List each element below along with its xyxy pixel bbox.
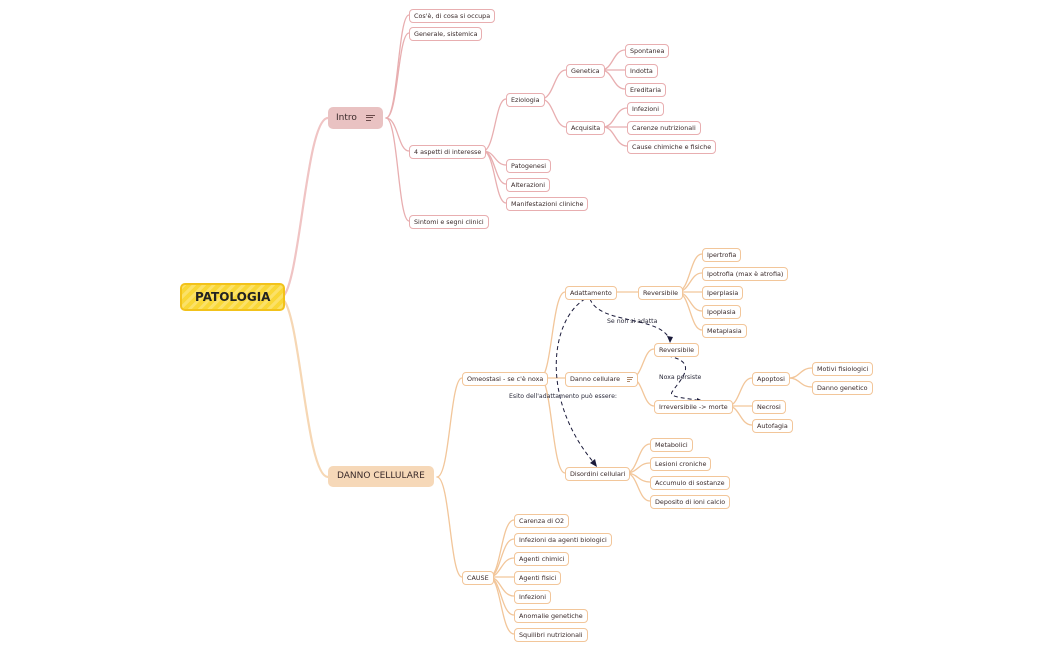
node-ereditaria[interactable]: Ereditaria xyxy=(625,83,667,98)
node-cause[interactable]: CAUSE xyxy=(462,571,494,586)
node-spontanea[interactable]: Spontanea xyxy=(625,44,670,59)
node-necrosi[interactable]: Necrosi xyxy=(752,400,786,415)
root-label: PATOLOGIA xyxy=(195,290,271,304)
node-cosa[interactable]: Cos'è, di cosa si occupa xyxy=(409,9,496,24)
node-infezioni-acq[interactable]: Infezioni xyxy=(627,102,664,117)
node-squilibri[interactable]: Squilibri nutrizionali xyxy=(514,628,588,643)
node-genetica[interactable]: Genetica xyxy=(566,64,605,79)
node-anomalie[interactable]: Anomalie genetiche xyxy=(514,609,588,624)
node-aspetti[interactable]: 4 aspetti di interesse xyxy=(409,145,487,160)
node-indotta[interactable]: Indotta xyxy=(625,64,658,79)
node-generale[interactable]: Generale, sistemica xyxy=(409,27,483,42)
node-ipotrofia[interactable]: Ipotrofia (max è atrofia) xyxy=(702,267,789,282)
annotation-esito-adattamento[interactable]: Esito dell'adattamento può essere: xyxy=(509,393,617,400)
root-node[interactable]: PATOLOGIA xyxy=(180,283,286,311)
node-infezioni-cause[interactable]: Infezioni xyxy=(514,590,551,605)
danno-label: DANNO CELLULARE xyxy=(337,471,425,481)
node-omeostasi[interactable]: Omeostasi - se c'è noxa xyxy=(462,372,549,387)
node-accumulo[interactable]: Accumulo di sostanze xyxy=(650,476,730,491)
node-reversibile-adatt[interactable]: Reversibile xyxy=(638,286,684,301)
node-alterazioni[interactable]: Alterazioni xyxy=(506,178,550,193)
node-agenti-fisici[interactable]: Agenti fisici xyxy=(514,571,562,586)
node-autofagia[interactable]: Autofagia xyxy=(752,419,793,434)
node-eziologia[interactable]: Eziologia xyxy=(506,93,545,108)
node-carenze[interactable]: Carenze nutrizionali xyxy=(627,121,701,136)
danno-cellulare-sub-label: Danno cellulare xyxy=(570,375,621,384)
node-deposito[interactable]: Deposito di ioni calcio xyxy=(650,495,731,510)
node-metaplasia[interactable]: Metaplasia xyxy=(702,324,747,339)
node-ipertrofia[interactable]: Ipertrofia xyxy=(702,248,742,263)
intro-node[interactable]: Intro xyxy=(328,107,383,129)
node-reversibile-danno[interactable]: Reversibile xyxy=(654,343,700,358)
node-agenti-chimici[interactable]: Agenti chimici xyxy=(514,552,570,567)
intro-label: Intro xyxy=(336,113,357,123)
node-acquisita[interactable]: Acquisita xyxy=(566,121,606,136)
node-metabolici[interactable]: Metabolici xyxy=(650,438,693,453)
menu-lines-icon xyxy=(365,113,375,122)
node-iperplasia[interactable]: Iperplasia xyxy=(702,286,744,301)
danno-cellulare-node[interactable]: DANNO CELLULARE xyxy=(328,466,434,487)
node-patogenesi[interactable]: Patogenesi xyxy=(506,159,551,174)
annotation-noxa-persiste[interactable]: Noxa persiste xyxy=(659,374,702,381)
node-ipoplasia[interactable]: Ipoplasia xyxy=(702,305,741,320)
node-apoptosi[interactable]: Apoptosi xyxy=(752,372,790,387)
annotation-se-non-si-adatta[interactable]: Se non si adatta xyxy=(607,318,658,325)
node-danno-genetico[interactable]: Danno genetico xyxy=(812,381,873,396)
node-adattamento[interactable]: Adattamento xyxy=(565,286,617,301)
node-disordini[interactable]: Disordini cellulari xyxy=(565,467,631,482)
node-infezioni-bio[interactable]: Infezioni da agenti biologici xyxy=(514,533,612,548)
menu-lines-icon xyxy=(627,376,634,382)
node-cause-chimiche[interactable]: Cause chimiche e fisiche xyxy=(627,140,717,155)
node-irreversibile[interactable]: Irreversibile -> morte xyxy=(654,400,733,415)
node-motivi[interactable]: Motivi fisiologici xyxy=(812,362,874,377)
node-lesioni[interactable]: Lesioni croniche xyxy=(650,457,712,472)
node-sintomi[interactable]: Sintomi e segni clinici xyxy=(409,215,489,230)
node-manifestazioni[interactable]: Manifestazioni cliniche xyxy=(506,197,589,212)
node-danno-cellulare-sub[interactable]: Danno cellulare xyxy=(565,372,639,387)
node-carenza-o2[interactable]: Carenza di O2 xyxy=(514,514,570,529)
